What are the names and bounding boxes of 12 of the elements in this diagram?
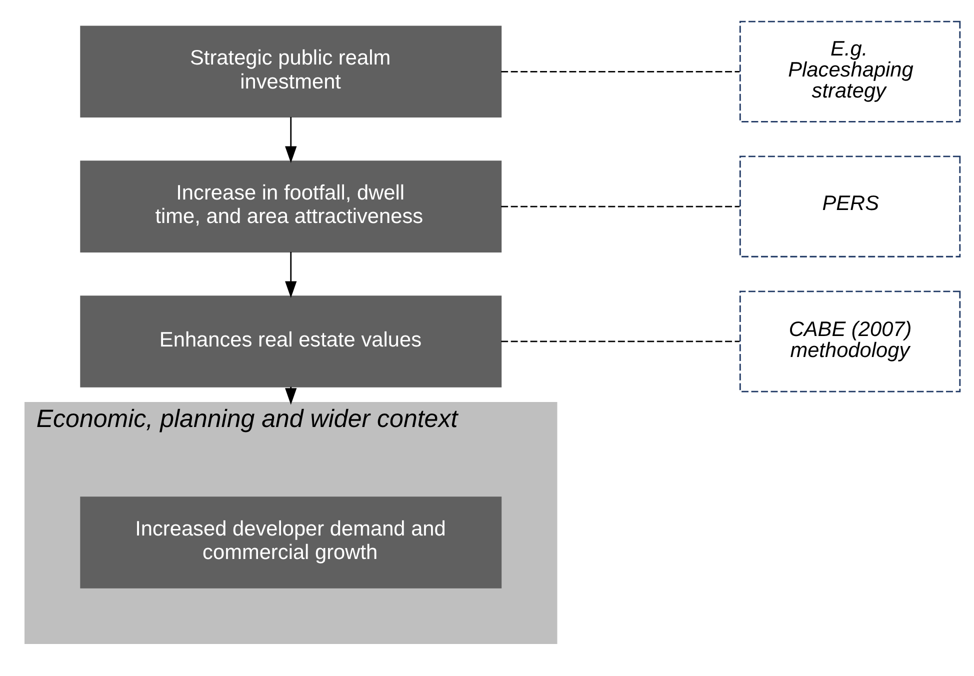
arrow xyxy=(285,252,297,298)
node-box: Increased developer demand and commercial growth xyxy=(80,496,502,588)
node-box: E.g. Placeshaping strategy xyxy=(739,20,961,122)
node-box: Enhances real estate values xyxy=(80,296,502,388)
node-box: CABE (2007) methodology xyxy=(739,290,961,392)
connector xyxy=(501,340,740,342)
node-box: PERS xyxy=(739,156,961,258)
node-box: Increase in footfall, dwell time, and area attractiveness xyxy=(80,160,502,252)
connector xyxy=(501,70,740,72)
arrow xyxy=(285,117,297,163)
node-box: Strategic public realm investment xyxy=(80,26,502,118)
connector xyxy=(501,206,740,208)
